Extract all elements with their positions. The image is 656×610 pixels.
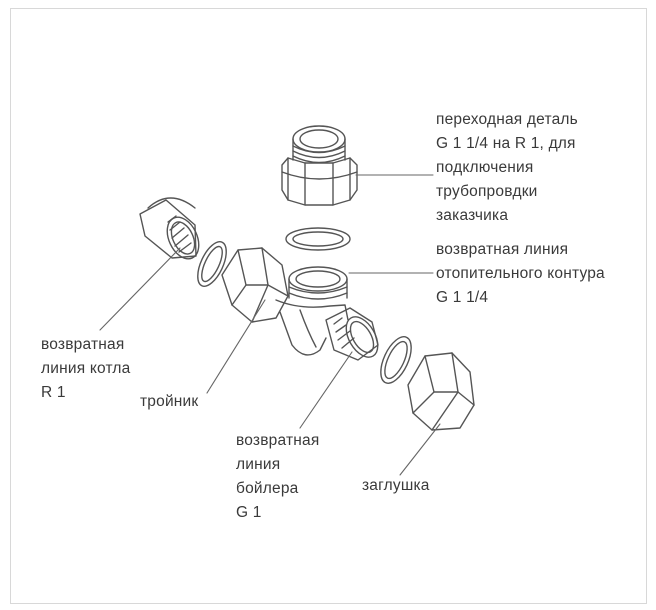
label-line: возвратная линия [436, 241, 569, 258]
label-adapter: переходная деталь G 1 1/4 на R 1, для по… [436, 108, 578, 228]
label-line: G 1 [236, 504, 262, 521]
leader-tee [206, 299, 266, 394]
label-line: возвратная [41, 336, 125, 353]
adapter-fitting [281, 125, 358, 206]
label-line: заказчика [436, 207, 509, 224]
tee-fitting [221, 247, 379, 361]
label-line: линия котла [41, 360, 131, 377]
label-line: тройник [140, 393, 199, 410]
label-plug: заглушка [362, 474, 430, 498]
label-line: отопительного контура [436, 265, 605, 282]
gasket-ring-right [380, 336, 412, 384]
label-line: заглушка [362, 477, 430, 494]
label-cylinder-return: возвратная линия бойлера G 1 [236, 429, 319, 525]
label-heating-return: возвратная линия отопительного контура G… [436, 238, 605, 310]
label-line: возвратная [236, 432, 320, 449]
label-boiler-return: возвратная линия котла R 1 [41, 333, 130, 405]
label-line: подключения [436, 159, 534, 176]
plug-cap [407, 352, 475, 431]
label-line: бойлера [236, 480, 299, 497]
diagram-frame [10, 8, 647, 604]
leader-plug [399, 423, 441, 476]
boiler-return-stub [139, 197, 200, 260]
leader-lines [99, 174, 441, 476]
gasket-ring-left [197, 241, 227, 287]
gasket-ring-top [285, 227, 351, 251]
label-tee: тройник [140, 390, 198, 414]
label-line: G 1 1/4 [436, 289, 489, 306]
label-line: R 1 [41, 384, 66, 401]
label-line: переходная деталь [436, 111, 578, 128]
label-line: трубопровдки [436, 183, 538, 200]
label-line: G 1 1/4 на R 1, для [436, 135, 576, 152]
leader-boiler-return [99, 247, 181, 331]
label-line: линия [236, 456, 281, 473]
leader-cylinder-return [299, 351, 353, 429]
